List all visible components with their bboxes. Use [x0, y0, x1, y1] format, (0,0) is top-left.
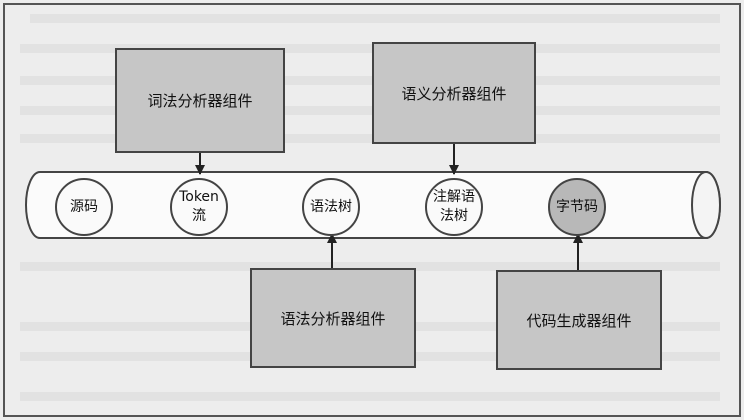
node-bytecode: 字节码	[548, 178, 606, 236]
node-token-stream-label-2: 流	[192, 208, 206, 224]
node-token-stream-label-1: Token	[179, 189, 219, 205]
background-text-line	[20, 262, 720, 271]
parser-component-box: 语法分析器组件	[250, 268, 416, 368]
background-text-line	[30, 14, 720, 23]
semantic-component-box: 语义分析器组件	[372, 42, 536, 144]
pipe-body	[25, 171, 721, 239]
codegen-component-box: 代码生成器组件	[496, 270, 662, 370]
node-bytecode-label: 字节码	[556, 198, 598, 215]
codegen-component-label: 代码生成器组件	[526, 311, 632, 330]
background-text-line	[20, 44, 720, 53]
node-source-code-label: 源码	[70, 198, 98, 215]
background-text-line	[20, 134, 720, 143]
semantic-component-label: 语义分析器组件	[401, 84, 507, 103]
lexer-component-box: 词法分析器组件	[115, 48, 285, 153]
background-text-line	[20, 392, 720, 401]
pipe-end	[691, 171, 721, 239]
background-text-line	[20, 106, 720, 115]
node-source-code: 源码	[55, 178, 113, 236]
node-annotated-syntax-tree: 注解语 法树	[425, 178, 483, 236]
node-annotated-tree-label-2: 法树	[440, 208, 468, 224]
diagram-frame	[3, 3, 741, 417]
background-text-line	[20, 76, 720, 85]
parser-component-label: 语法分析器组件	[280, 309, 386, 328]
node-syntax-tree-label: 语法树	[310, 198, 352, 215]
node-syntax-tree: 语法树	[302, 178, 360, 236]
node-token-stream: Token 流	[170, 178, 228, 236]
node-annotated-tree-label-1: 注解语	[433, 189, 475, 205]
lexer-component-label: 词法分析器组件	[147, 92, 253, 110]
